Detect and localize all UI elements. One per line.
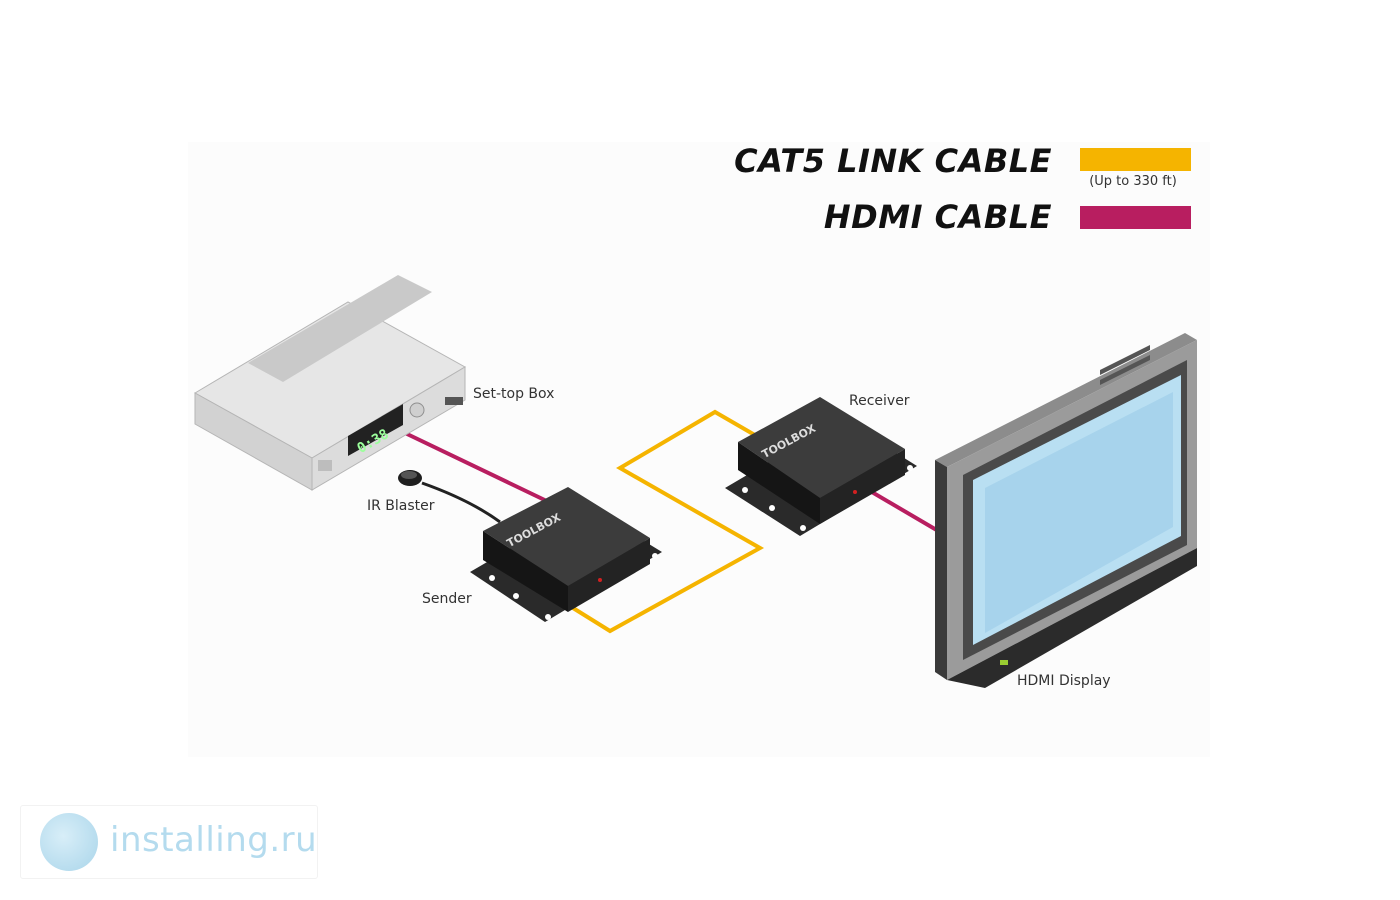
label-hdmi-display: HDMI Display [1017,673,1111,689]
hdmi-cable-display [863,486,942,534]
label-ir-blaster: IR Blaster [367,498,435,514]
legend-cat5-note: (Up to 330 ft) [1089,174,1177,189]
watermark-text: installing.ru [110,820,318,860]
label-receiver: Receiver [849,393,910,409]
legend-cat5-swatch [1080,148,1191,171]
watermark: installing.ru [20,805,318,879]
set-top-box-icon: 0:38 [193,275,467,491]
hdmi-cable-source [404,431,554,506]
ir-blaster-cord [421,481,501,524]
hdmi-display-icon [935,333,1197,688]
label-sender: Sender [422,591,472,607]
ir-blaster-icon [398,470,422,486]
legend-cat5-title: CAT5 LINK CABLE [734,142,1052,180]
installing-logo-icon [40,813,98,871]
receiver-box-icon: TOOLBOX [725,397,917,536]
cat5-link-cable [571,409,765,634]
legend-hdmi-swatch [1080,206,1191,229]
label-set-top-box: Set-top Box [473,386,554,402]
sender-box-icon: TOOLBOX [470,487,662,622]
legend-hdmi-title: HDMI CABLE [824,198,1052,236]
